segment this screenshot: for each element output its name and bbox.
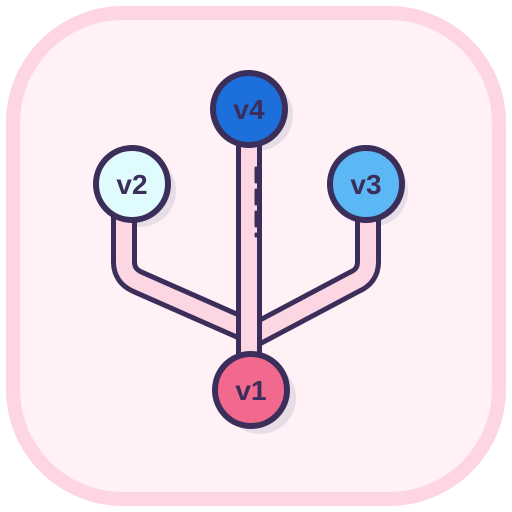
node-v3-label: v3 <box>350 169 381 200</box>
node-v4: v4 <box>210 70 288 148</box>
node-v4-label: v4 <box>233 94 265 125</box>
node-v3: v3 <box>327 145 405 223</box>
node-v1-label: v1 <box>235 375 266 406</box>
branch-lines <box>111 140 381 362</box>
node-v1: v1 <box>212 351 290 429</box>
node-v2-label: v2 <box>116 169 147 200</box>
node-v2: v2 <box>93 145 171 223</box>
